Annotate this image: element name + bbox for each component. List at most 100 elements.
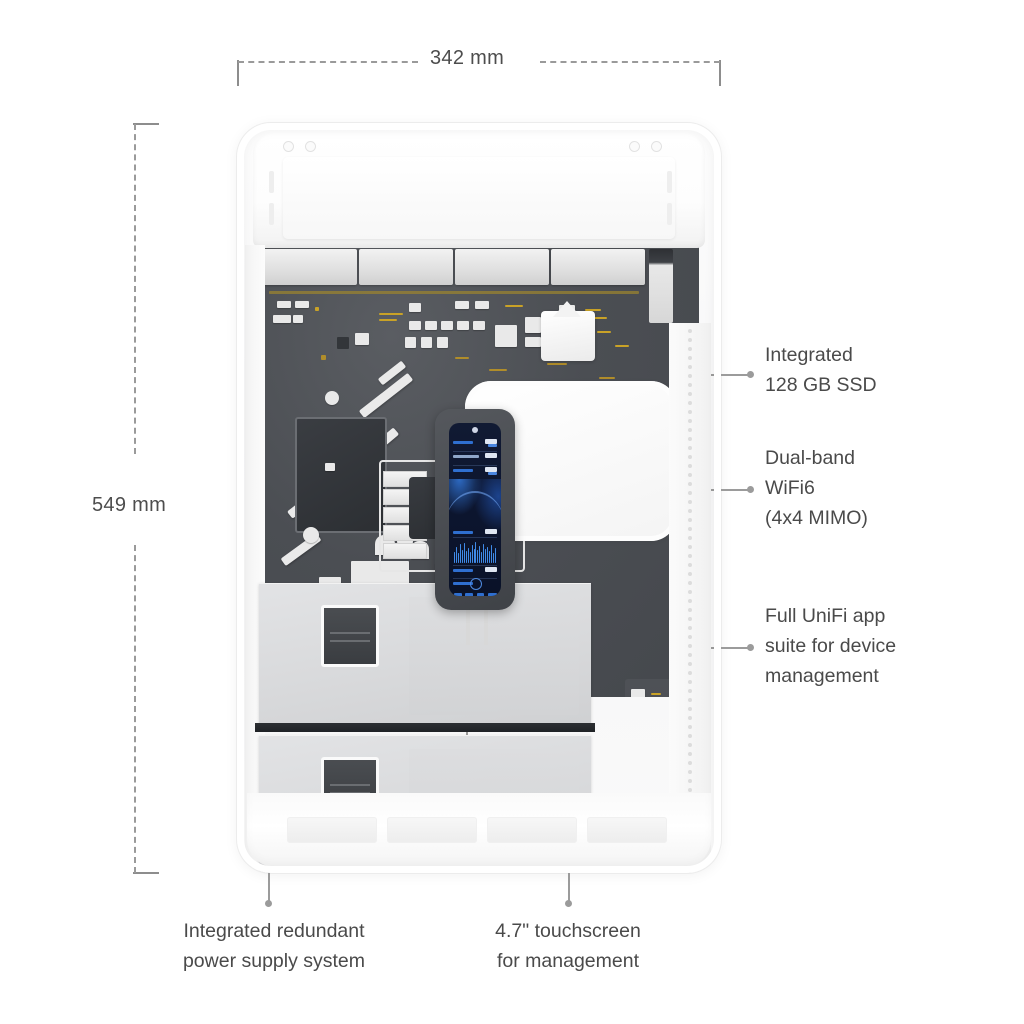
screen-stat-label: [453, 569, 473, 572]
right-vent-rail: [669, 323, 711, 873]
width-tick-right: [719, 60, 721, 86]
vent-hole: [688, 617, 692, 621]
touchscreen-module[interactable]: [435, 409, 515, 610]
vent-hole: [688, 500, 692, 504]
board-component: [277, 301, 291, 308]
board-component: [437, 337, 448, 348]
board-standoff: [303, 527, 319, 543]
board-trace: [599, 377, 615, 379]
vent-hole: [688, 644, 692, 648]
sfp-cage: [649, 249, 673, 323]
board-component: [457, 321, 469, 330]
board-trace: [269, 291, 639, 294]
board-trace: [379, 319, 397, 321]
psu-panel: [409, 597, 579, 715]
psu-seam: [255, 723, 595, 732]
board-component: [405, 337, 416, 348]
screw-icon: [651, 141, 662, 152]
screen-home-button[interactable]: [470, 578, 482, 590]
vent-hole: [688, 383, 692, 387]
cooling-body: [541, 311, 595, 361]
leader-line: [268, 866, 270, 904]
cover-slot: [667, 171, 672, 193]
port-block: [263, 249, 357, 285]
board-component: [441, 321, 453, 330]
screen-stat-label: [453, 441, 473, 444]
vent-hole: [688, 743, 692, 747]
cooling-cone: [553, 301, 581, 317]
cooling-module: [533, 301, 603, 371]
screen-stat-label: [453, 455, 479, 458]
board-trace: [651, 693, 661, 695]
cover-slot: [667, 203, 672, 225]
vent-hole: [688, 563, 692, 567]
leader-dot: [565, 900, 572, 907]
vent-hole: [688, 869, 692, 873]
board-component: [337, 337, 349, 349]
base-slot: [287, 817, 377, 843]
board-component: [409, 303, 421, 312]
vent-hole: [688, 599, 692, 603]
vent-hole: [688, 437, 692, 441]
vent-hole: [688, 788, 692, 792]
vent-hole: [688, 446, 692, 450]
screen-mount-pin: [484, 605, 488, 645]
width-tick-left: [237, 60, 239, 86]
device-body: [237, 123, 721, 873]
vent-hole: [688, 707, 692, 711]
vent-hole: [688, 509, 692, 513]
touchscreen-display[interactable]: [449, 423, 501, 596]
board-component: [355, 333, 369, 345]
screen-stat-value: [485, 567, 497, 572]
power-supply-module-top: [259, 583, 591, 729]
board-trace: [505, 305, 523, 307]
board-component: [409, 321, 421, 330]
screen-mount-pin: [466, 605, 470, 645]
base-slot: [487, 817, 577, 843]
cover-slot: [269, 203, 274, 225]
base-slot: [387, 817, 477, 843]
board-trace: [379, 313, 403, 315]
screen-stat-label: [453, 469, 473, 472]
vent-hole: [688, 734, 692, 738]
board-component: [273, 315, 291, 323]
callout-label-unifi-app: Full UniFi app suite for device manageme…: [765, 605, 897, 687]
height-line-top: [134, 124, 136, 454]
screw-icon: [629, 141, 640, 152]
vent-hole: [688, 464, 692, 468]
vent-hole: [688, 572, 692, 576]
port-block: [551, 249, 645, 285]
vent-hole: [688, 527, 692, 531]
callout-label-power-supply: Integrated redundant power supply system: [182, 920, 366, 972]
board-component: [525, 337, 541, 347]
board-chip: [495, 325, 517, 347]
vent-hole: [688, 698, 692, 702]
board-trace: [455, 357, 469, 359]
screen-stat-subvalue: [488, 444, 497, 447]
board-component: [295, 301, 309, 308]
board-component: [631, 689, 645, 697]
vent-hole: [688, 374, 692, 378]
screen-stat-label: [453, 582, 473, 585]
height-line-bottom: [134, 545, 136, 873]
board-component: [293, 315, 303, 323]
screen-stat-row: [453, 439, 497, 448]
board-component: [525, 317, 541, 333]
vent-hole: [688, 365, 692, 369]
cpu-module: [295, 417, 387, 533]
base-slot: [587, 817, 667, 843]
port-block: [359, 249, 453, 285]
vent-hole: [688, 482, 692, 486]
screen-tag: [465, 593, 473, 596]
vent-hole: [688, 635, 692, 639]
board-trace: [597, 331, 611, 333]
vent-hole: [688, 356, 692, 360]
screw-icon: [305, 141, 316, 152]
screen-tag: [477, 593, 484, 596]
vent-hole: [688, 428, 692, 432]
vent-hole: [688, 401, 692, 405]
width-line-right: [540, 61, 720, 63]
board-trace: [585, 309, 601, 311]
vent-hole: [688, 761, 692, 765]
